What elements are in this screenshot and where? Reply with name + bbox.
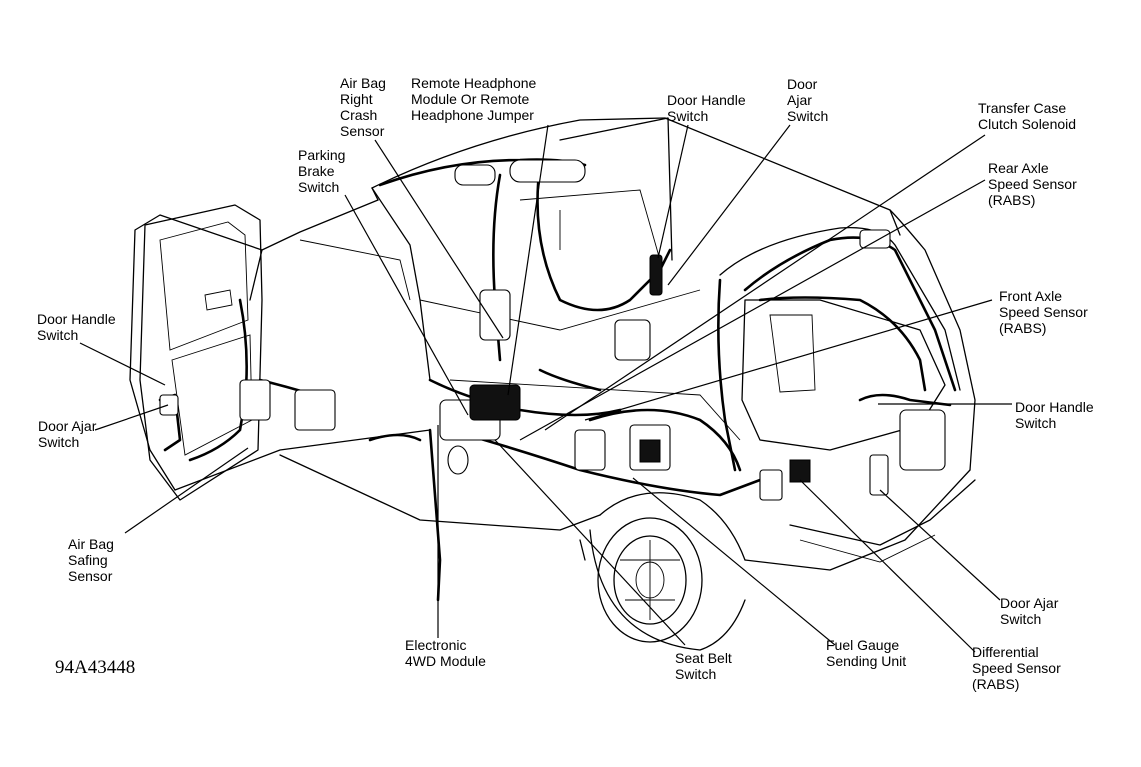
leader-transfer-case-clutch-solenoid [544, 134, 986, 431]
label-door-handle-switch-top: Door Handle Switch [667, 92, 746, 124]
rear-wheel [589, 517, 746, 651]
label-door-ajar-switch-bottom: Door Ajar Switch [1000, 595, 1059, 627]
leader-remote-headphone-module [507, 124, 549, 396]
components [159, 159, 946, 501]
label-fuel-gauge-sending-unit: Fuel Gauge Sending Unit [826, 637, 907, 669]
label-electronic-4wd-module: Electronic 4WD Module [405, 637, 486, 669]
leader-fuel-gauge-sending-unit [632, 477, 836, 646]
label-door-ajar-switch-top: Door Ajar Switch [787, 76, 829, 124]
label-transfer-case-clutch-solenoid: Transfer Case Clutch Solenoid [978, 100, 1077, 132]
leader-lines [79, 124, 1012, 653]
label-air-bag-safing-sensor: Air Bag Safing Sensor [68, 536, 114, 584]
label-door-handle-switch-left: Door Handle Switch [37, 311, 116, 343]
leader-door-ajar-switch-left [94, 404, 169, 431]
leader-differential-speed-sensor [799, 479, 976, 653]
leader-seat-belt-switch [494, 439, 686, 646]
leader-door-ajar-switch-top [667, 124, 791, 286]
leader-door-handle-switch-left [79, 342, 166, 386]
leader-parking-brake-switch [344, 194, 469, 416]
label-differential-speed-sensor: Differential Speed Sensor (RABS) [972, 644, 1061, 692]
label-parking-brake-switch: Parking Brake Switch [298, 147, 346, 195]
label-front-axle-speed-sensor: Front Axle Speed Sensor (RABS) [999, 288, 1088, 336]
wiring-harness [158, 158, 957, 602]
label-rear-axle-speed-sensor: Rear Axle Speed Sensor (RABS) [988, 160, 1077, 208]
leader-rear-axle-speed-sensor [519, 179, 986, 441]
label-door-handle-switch-right: Door Handle Switch [1015, 399, 1094, 431]
figure-id: 94A43448 [55, 657, 136, 678]
label-door-ajar-switch-left: Door Ajar Switch [38, 418, 97, 450]
leader-door-ajar-switch-bottom [879, 489, 1001, 601]
leader-front-axle-speed-sensor [584, 299, 993, 421]
leader-air-bag-safing-sensor [124, 447, 249, 534]
label-air-bag-right-crash-sensor: Air Bag Right Crash Sensor [340, 75, 386, 139]
label-remote-headphone-module: Remote Headphone Module Or Remote Headph… [411, 75, 537, 123]
leader-door-handle-switch-top [657, 124, 689, 259]
leader-air-bag-right-crash-sensor [374, 139, 504, 339]
label-seat-belt-switch: Seat Belt Switch [675, 650, 732, 682]
